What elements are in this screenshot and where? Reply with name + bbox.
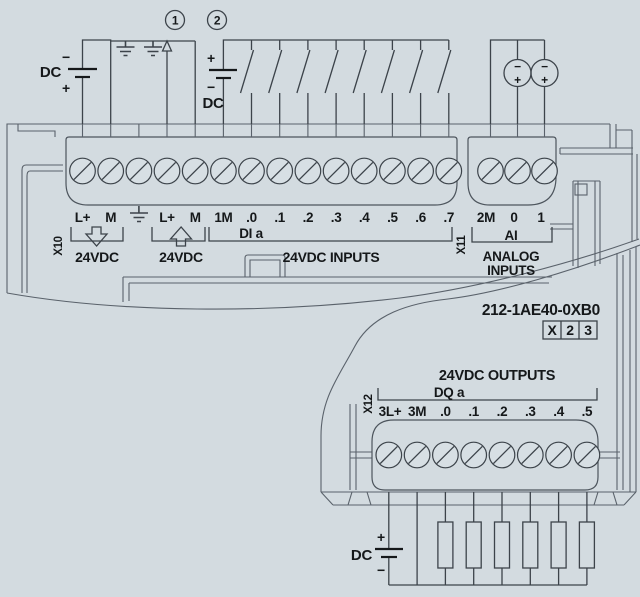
callout-2: 2 bbox=[206, 9, 228, 31]
svg-text:.4: .4 bbox=[359, 210, 370, 225]
dc-supply-minus: − bbox=[62, 49, 70, 65]
svg-text:2: 2 bbox=[214, 14, 221, 28]
svg-text:DQ a: DQ a bbox=[434, 385, 465, 400]
svg-text:INPUTS: INPUTS bbox=[487, 263, 535, 278]
dc-input-plus: + bbox=[207, 50, 215, 66]
input-switch-contacts bbox=[239, 40, 452, 124]
dc-input-minus: − bbox=[207, 79, 215, 95]
dc-load-source-symbol bbox=[375, 547, 403, 559]
sensor-supply-arrow-icon bbox=[161, 39, 173, 52]
svg-text:3M: 3M bbox=[408, 404, 426, 419]
dc-load-label: DC bbox=[351, 547, 373, 564]
svg-text:X: X bbox=[547, 322, 557, 338]
di-group: DI a 24VDC INPUTS bbox=[208, 226, 453, 265]
svg-text:.5: .5 bbox=[387, 210, 398, 225]
svg-text:.3: .3 bbox=[331, 210, 342, 225]
analog-input-circuit: − + − + bbox=[489, 39, 559, 124]
part-number: 212-1AE40-0XB0 bbox=[482, 302, 600, 319]
svg-text:.0: .0 bbox=[246, 210, 257, 225]
dc-supply-symbol bbox=[68, 67, 97, 79]
supply-in-group: 24VDC bbox=[70, 226, 124, 265]
svg-text:24VDC INPUTS: 24VDC INPUTS bbox=[283, 249, 380, 265]
load-resistors bbox=[437, 505, 596, 585]
svg-text:M: M bbox=[190, 210, 201, 225]
svg-text:DI a: DI a bbox=[239, 226, 263, 241]
svg-text:L+: L+ bbox=[159, 210, 175, 225]
svg-text:+: + bbox=[541, 73, 548, 87]
output-terminal-block-x12 bbox=[371, 419, 601, 491]
x12-terminal-labels: 3L+ 3M .0 .1 .2 .3 .4 .5 bbox=[379, 404, 594, 419]
dc-supply-plus: + bbox=[62, 80, 70, 96]
analog-terminal-block-x11 bbox=[467, 124, 558, 206]
svg-text:L+: L+ bbox=[75, 210, 91, 225]
dc-supply-label: DC bbox=[40, 64, 62, 81]
input-terminal-block-x10 bbox=[65, 124, 463, 206]
functional-earth-icon bbox=[130, 206, 148, 223]
svg-text:+: + bbox=[514, 73, 521, 87]
earth-ground-icon bbox=[144, 41, 162, 57]
dc-input-source-symbol bbox=[209, 68, 237, 80]
svg-text:AI: AI bbox=[505, 228, 518, 243]
svg-text:.4: .4 bbox=[553, 404, 564, 419]
analog-voltage-source-icon: − + bbox=[530, 58, 559, 88]
svg-text:3L+: 3L+ bbox=[379, 404, 402, 419]
ai-group: AI ANALOG INPUTS bbox=[471, 227, 553, 278]
svg-text:24VDC: 24VDC bbox=[159, 249, 203, 265]
x11-terminal-labels: 2M 0 1 bbox=[477, 210, 546, 225]
housing-outline bbox=[6, 123, 640, 506]
svg-text:2: 2 bbox=[566, 322, 574, 338]
svg-text:ANALOG: ANALOG bbox=[483, 249, 540, 264]
dc-load-plus: + bbox=[377, 529, 385, 545]
svg-text:1M: 1M bbox=[214, 210, 232, 225]
svg-text:.1: .1 bbox=[468, 404, 479, 419]
sensor-out-group: 24VDC bbox=[151, 226, 206, 265]
screw-terminals-x10 bbox=[69, 157, 463, 185]
svg-text:.1: .1 bbox=[274, 210, 285, 225]
terminal-stubs bbox=[81, 124, 450, 137]
svg-text:1: 1 bbox=[537, 210, 545, 225]
dc-input-label: DC bbox=[202, 95, 224, 112]
svg-text:.3: .3 bbox=[525, 404, 536, 419]
code-box: X 2 3 bbox=[542, 320, 598, 340]
analog-voltage-source-icon: − + bbox=[503, 58, 532, 88]
svg-text:.2: .2 bbox=[497, 404, 508, 419]
power-out-arrow-icon bbox=[169, 226, 193, 247]
svg-text:.0: .0 bbox=[440, 404, 451, 419]
svg-text:.6: .6 bbox=[415, 210, 426, 225]
output-load-circuit bbox=[375, 492, 596, 586]
svg-text:24VDC: 24VDC bbox=[75, 249, 119, 265]
svg-text:.2: .2 bbox=[303, 210, 314, 225]
svg-text:−: − bbox=[514, 60, 521, 74]
connector-x11-label: X11 bbox=[456, 235, 468, 255]
outputs-title: 24VDC OUTPUTS bbox=[439, 368, 556, 384]
svg-text:.7: .7 bbox=[443, 210, 454, 225]
svg-text:3: 3 bbox=[584, 322, 592, 338]
dq-group: DQ a bbox=[377, 385, 598, 401]
connector-x12-label: X12 bbox=[363, 394, 375, 414]
svg-text:−: − bbox=[541, 60, 548, 74]
earth-ground-icon bbox=[116, 41, 135, 57]
svg-text:M: M bbox=[105, 210, 116, 225]
power-in-arrow-icon bbox=[84, 226, 109, 247]
svg-text:1: 1 bbox=[172, 14, 179, 28]
connector-x10-label: X10 bbox=[53, 236, 65, 256]
callout-1: 1 bbox=[164, 9, 186, 31]
x10-terminal-labels: L+ M L+ M 1M .0 .1 .2 .3 .4 .5 .6 .7 bbox=[75, 206, 454, 225]
screw-terminals-x11 bbox=[477, 157, 558, 185]
svg-text:.5: .5 bbox=[582, 404, 593, 419]
input-power-circuit bbox=[68, 39, 452, 124]
svg-text:0: 0 bbox=[510, 210, 517, 225]
screw-terminals-x12 bbox=[375, 441, 601, 469]
svg-text:2M: 2M bbox=[477, 210, 495, 225]
dc-load-minus: − bbox=[377, 562, 385, 578]
